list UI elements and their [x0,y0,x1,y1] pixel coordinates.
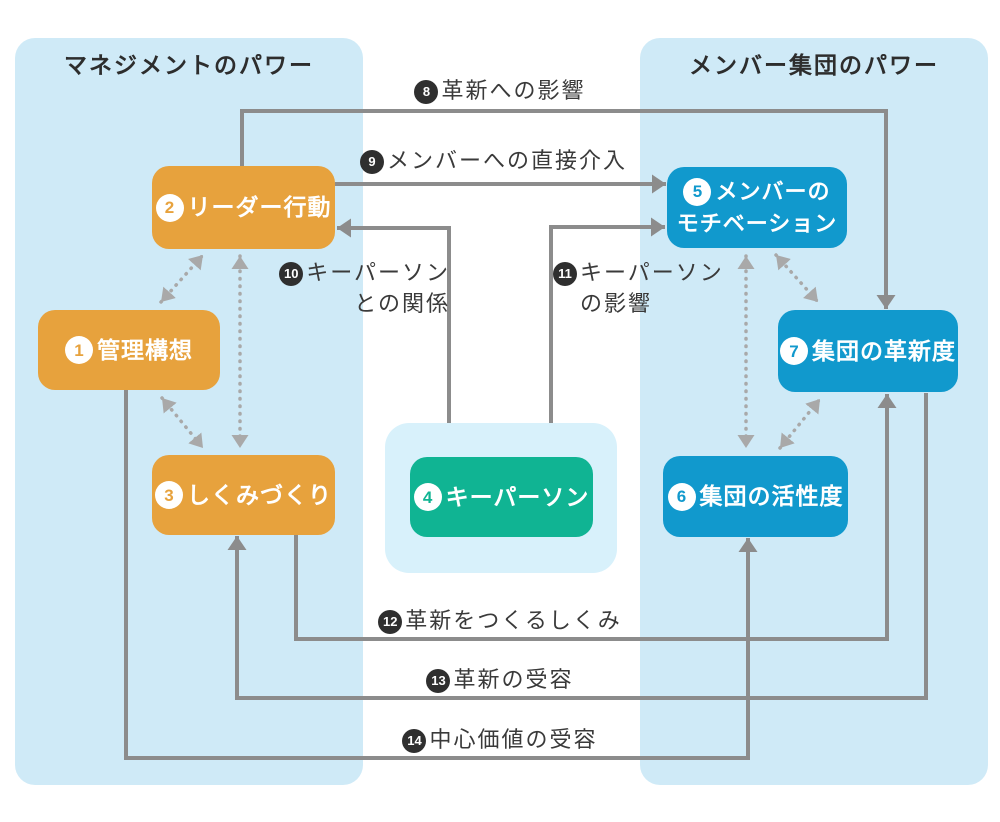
panel-title-management-power: マネジメントのパワー [64,52,314,78]
mutual-arrow-6-7 [778,397,822,450]
edge-number-badge: 13 [426,668,451,693]
edge-number-badge: 10 [279,261,304,286]
node-label: 集団の活性度 [699,483,844,509]
node-label-line2: モチベーション [676,210,838,236]
node-label: 管理構想 [97,336,193,363]
node-number-badge: 4 [413,483,442,511]
node-number-badge: 3 [155,481,184,509]
mutual-arrow-5-7 [774,253,820,304]
node-number-badge: 5 [683,177,712,206]
edge-number-badge: 12 [378,609,403,634]
node-label: しくみづくり [187,481,332,508]
arrow-14-acceptance-of-core-values [124,389,758,760]
mutual-arrow-1-3 [160,396,205,450]
node-number-badge: 6 [667,482,696,511]
node-number-badge: 2 [155,193,184,222]
panel-title-member-group-power: メンバー集団のパワー [689,52,939,78]
edge-number-badge: 9 [360,149,384,174]
arrow-11-key-person-influence [541,217,665,451]
arrow-12-innovation-creating-mechanism [294,394,897,641]
node-label: リーダー行動 [187,194,332,220]
arrow-8-influence-on-innovation [240,109,896,309]
node-number-badge: 7 [780,337,808,365]
node-label: キーパーソン [445,483,590,510]
arrow-13-acceptance-of-innovation [227,393,928,700]
edge-number-badge: 14 [402,728,427,753]
node-label: メンバーの [715,178,831,204]
node-label: 集団の革新度 [812,337,956,364]
edge-number-badge: 11 [553,261,577,286]
edge-number-badge: 8 [414,79,439,104]
node-number-badge: 1 [65,336,93,364]
arrow-10-relationship-with-key-person [337,218,459,451]
mutual-arrow-1-2 [159,253,205,304]
